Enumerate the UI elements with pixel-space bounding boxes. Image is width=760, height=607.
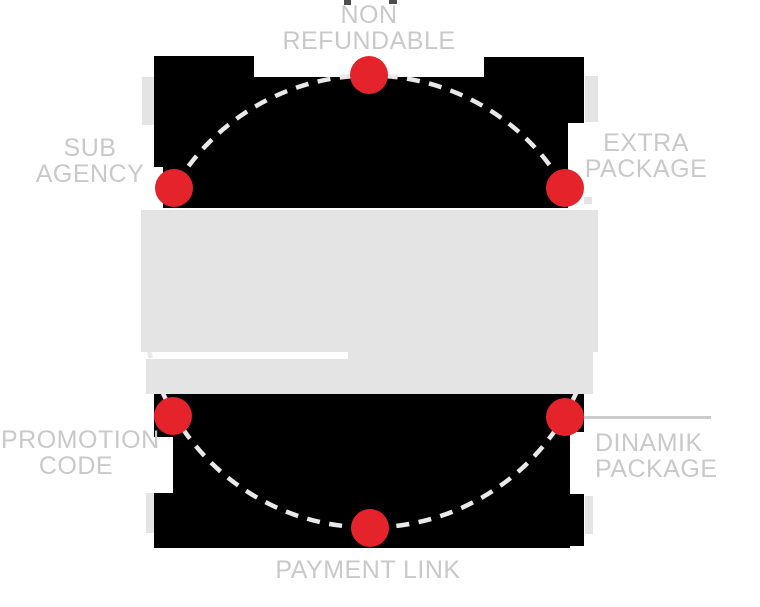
label-line: AGENCY	[35, 160, 145, 188]
label-line: PAYMENT LINK	[275, 556, 461, 584]
node-dot-dinamik-package	[546, 398, 584, 436]
connector-line	[584, 416, 711, 419]
content-placeholder-band	[141, 210, 598, 352]
cropped-glyph-fragment	[389, 0, 397, 4]
label-line: SUB	[63, 134, 117, 162]
label-promotion-code: PROMOTION CODE	[1, 426, 160, 480]
label-extra-package: EXTRA PACKAGE	[571, 130, 721, 182]
label-non-refundable: NON REFUNDABLE	[269, 2, 469, 54]
placeholder-strip	[585, 496, 593, 534]
black-block	[154, 56, 163, 167]
label-line: CODE	[38, 452, 114, 480]
label-line: PROMOTION	[1, 426, 160, 454]
label-line: EXTRA	[603, 129, 689, 157]
content-placeholder-band	[348, 352, 593, 360]
cropped-glyph-fragment	[344, 0, 351, 5]
label-line: DINAMIK	[595, 429, 703, 457]
label-line: NON	[340, 1, 398, 29]
node-dot-non-refundable	[350, 56, 388, 94]
node-dot-promotion-code	[154, 397, 192, 435]
placeholder-strip	[146, 493, 154, 533]
black-block	[254, 77, 484, 208]
node-dot-extra-package	[546, 169, 584, 207]
label-line: PACKAGE	[584, 155, 708, 183]
label-line: REFUNDABLE	[282, 27, 456, 55]
node-dot-sub-agency	[155, 169, 193, 207]
black-block	[570, 494, 584, 546]
placeholder-strip	[584, 197, 592, 204]
node-dot-payment-link	[351, 509, 389, 547]
black-block	[154, 493, 173, 548]
label-line: PACKAGE	[595, 455, 718, 483]
content-placeholder-band	[146, 359, 593, 394]
label-sub-agency: SUB AGENCY	[15, 135, 165, 187]
label-dinamik-package: DINAMIK PACKAGE	[595, 430, 760, 482]
black-block	[568, 57, 584, 123]
placeholder-strip	[142, 77, 154, 125]
placeholder-strip	[585, 76, 598, 122]
label-payment-link: PAYMENT LINK	[268, 557, 468, 583]
